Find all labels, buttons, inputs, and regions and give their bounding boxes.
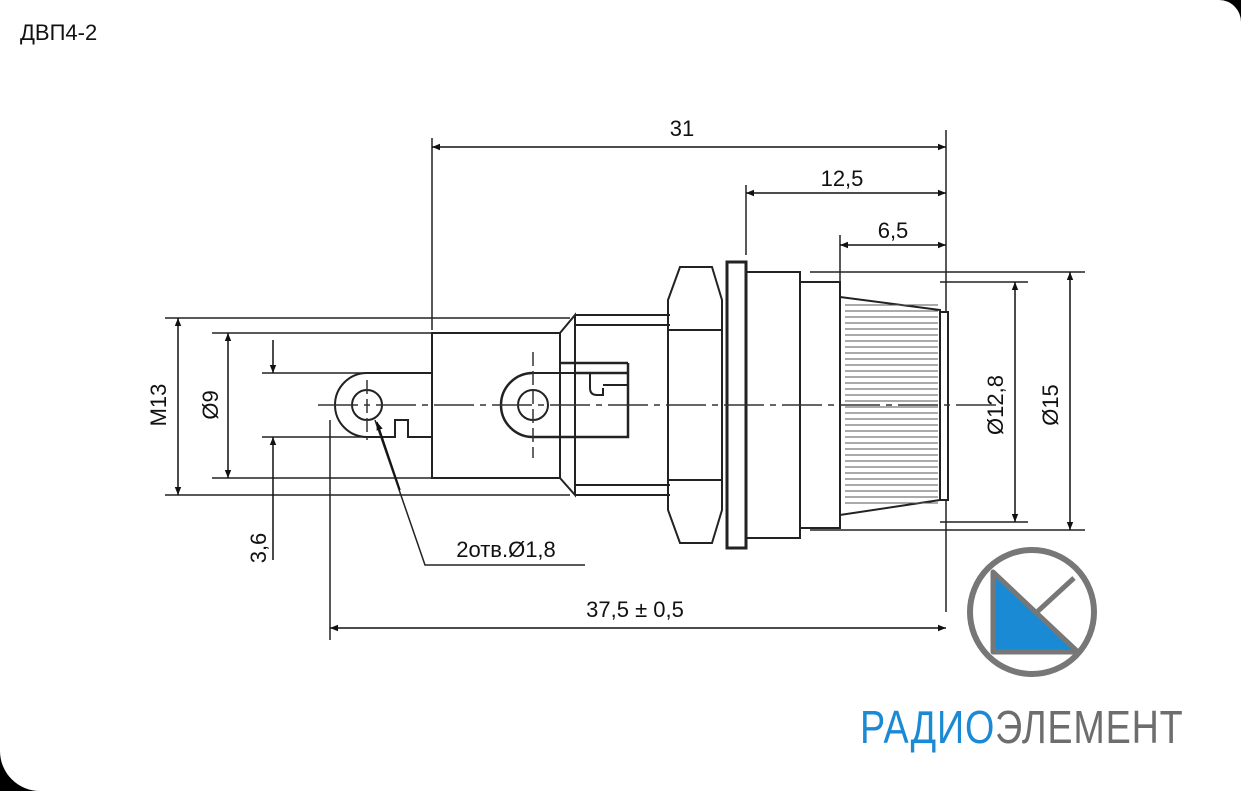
knurl-lines bbox=[845, 304, 938, 504]
dim-m13: M13 bbox=[146, 384, 171, 427]
brand-wordmark: РАДИОЭЛЕМЕНТ bbox=[860, 700, 1184, 754]
dim-37-5: 37,5 ± 0,5 bbox=[586, 597, 684, 622]
extension-lines bbox=[165, 130, 1085, 640]
dim-d15: Ø15 bbox=[1038, 384, 1063, 426]
dimension-labels: 31 12,5 6,5 Ø12,8 Ø15 M13 Ø9 3,6 2отв.Ø1… bbox=[146, 116, 1063, 622]
part-title: ДВП4-2 bbox=[20, 20, 98, 45]
center-lines bbox=[318, 352, 1000, 458]
dim-12-5: 12,5 bbox=[821, 166, 864, 191]
brand-part1: РАДИО bbox=[860, 701, 996, 753]
brand-logo-icon bbox=[967, 547, 1097, 677]
dim-6-5: 6,5 bbox=[878, 218, 909, 243]
brand-part2: ЭЛЕМЕНТ bbox=[995, 701, 1184, 753]
dimension-arrows bbox=[174, 143, 1074, 632]
dim-31: 31 bbox=[670, 116, 694, 141]
dim-holes: 2отв.Ø1,8 bbox=[456, 537, 556, 562]
dim-3-6: 3,6 bbox=[246, 533, 271, 564]
dim-d9: Ø9 bbox=[198, 390, 223, 419]
dim-d12-8: Ø12,8 bbox=[983, 375, 1008, 435]
